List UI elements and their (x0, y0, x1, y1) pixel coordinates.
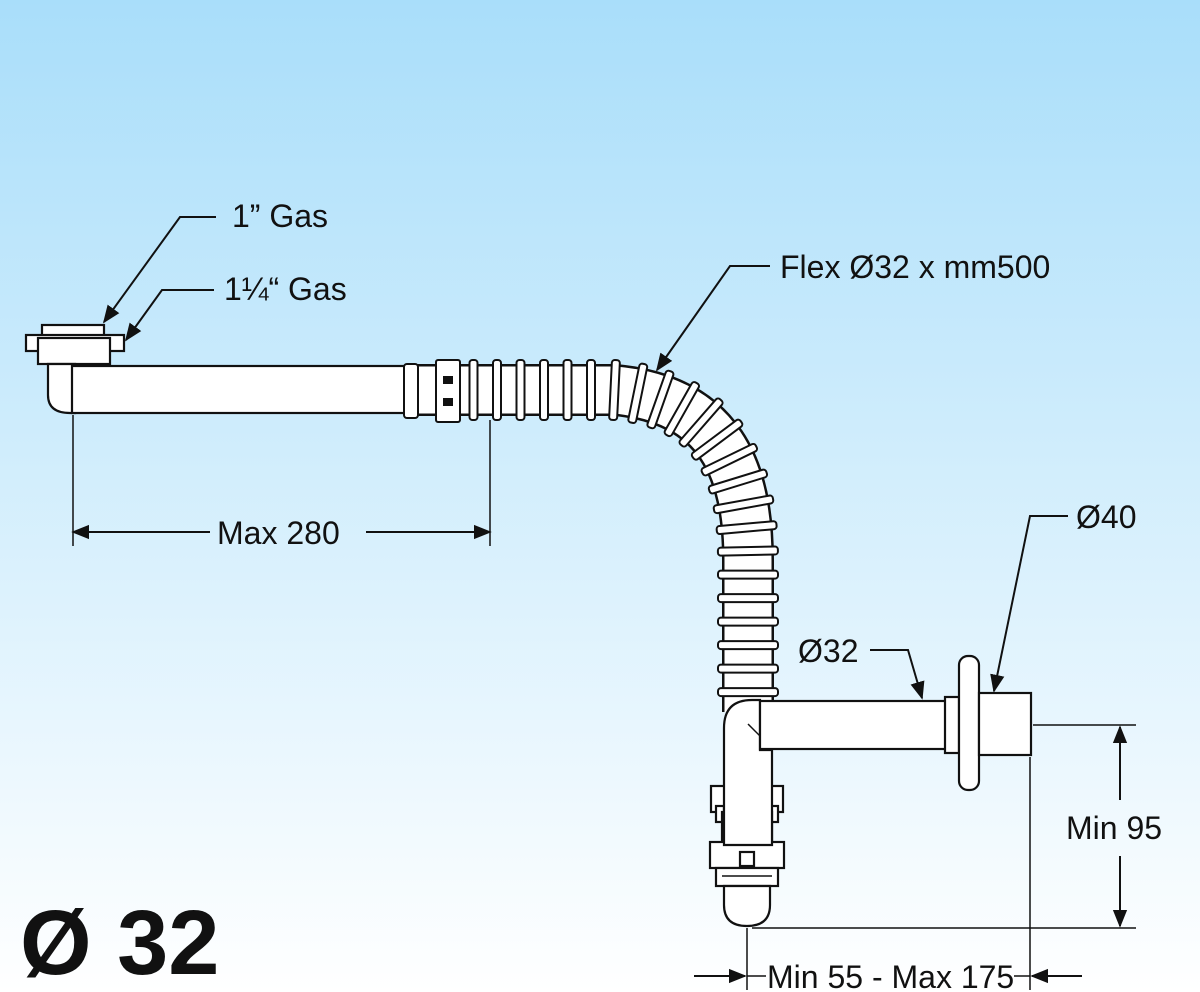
size-badge: Ø 32 (20, 892, 219, 992)
leader-thread-1-quarter (124, 289, 214, 342)
flex-hose-rib (586, 359, 596, 421)
flex-hose-rib (707, 468, 769, 495)
flex-hose-rib (678, 397, 724, 448)
label-max-length: Max 280 (217, 515, 340, 551)
flex-hose-rib (690, 418, 744, 461)
leader-thread-1 (102, 216, 216, 324)
leader-flex (655, 265, 770, 372)
dimension-max-280 (71, 415, 492, 546)
flex-hose-rib (539, 359, 549, 421)
outlet-pipe (758, 654, 1033, 792)
label-pipe-diameter: Ø32 (798, 633, 858, 669)
flex-hose-rib (492, 359, 502, 421)
flex-coupling (403, 359, 461, 423)
label-flex: Flex Ø32 x mm500 (780, 249, 1050, 285)
flex-hose-rib (717, 593, 779, 604)
siphon-body (708, 698, 786, 928)
flex-hose-rib (716, 545, 779, 557)
label-depth-range: Min 55 - Max 175 (767, 959, 1014, 992)
flex-hose (410, 358, 779, 712)
flex-hose-rib (717, 687, 779, 698)
label-min-height: Min 95 (1066, 810, 1162, 846)
label-thread-1: 1” Gas (232, 198, 328, 234)
leader-outlet-diameter (990, 515, 1068, 693)
flex-hose-rib (562, 359, 573, 421)
flex-hose-rib (700, 442, 759, 477)
flex-hose-rib (627, 362, 649, 424)
label-thread-1-quarter: 1¼“ Gas (224, 271, 347, 307)
flex-hose-rib (717, 640, 779, 651)
label-outlet-diameter: Ø40 (1076, 499, 1136, 535)
flex-hose-rib (717, 616, 779, 627)
flex-hose-rib (715, 520, 778, 536)
flex-hose-rib (717, 663, 779, 674)
flex-hose-rib (608, 358, 621, 422)
flex-hose-rib (468, 359, 479, 421)
flex-hose-rib (663, 381, 700, 438)
flex-hose-rib (717, 569, 779, 580)
dimension-min-95 (752, 724, 1136, 929)
horizontal-pipe (70, 364, 410, 415)
flex-hose-rib (515, 359, 526, 421)
flex-hose-rib (712, 494, 775, 515)
leader-pipe-diameter (870, 649, 925, 700)
dimension-depth-range (694, 757, 1082, 990)
